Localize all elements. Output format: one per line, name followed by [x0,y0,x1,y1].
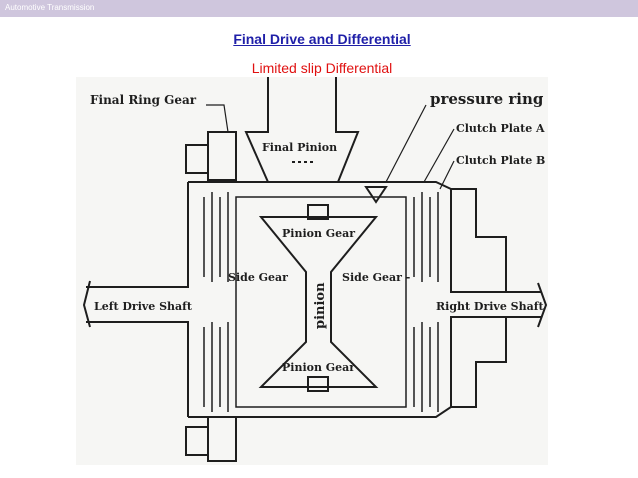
label-clutch-plate-b: Clutch Plate B [456,154,545,167]
differential-diagram: Final Ring Gear Final Pinion pressure ri… [76,77,548,465]
label-pinion-gear-bottom: Pinion Gear [282,361,355,374]
header-label: Automotive Transmission [5,3,95,12]
label-pressure-ring: pressure ring [430,90,544,108]
header-bar: Automotive Transmission [0,0,638,17]
label-side-gear-right: Side Gear - [342,271,410,284]
slide-title-wrap: Final Drive and Differential [0,31,638,49]
label-pinion-gear-top: Pinion Gear [282,227,355,240]
label-final-pinion: Final Pinion [262,141,337,154]
label-right-drive-shaft: Right Drive Shaft [436,300,544,313]
label-side-gear-left: Side Gear [228,271,288,284]
label-clutch-plate-a: Clutch Plate A [456,122,545,135]
label-final-ring-gear: Final Ring Gear [90,93,197,107]
label-pinion: pinion [313,282,328,329]
slide-subtitle: Limited slip Differential [251,60,393,76]
slide-title: Final Drive and Differential [233,31,411,47]
label-left-drive-shaft: Left Drive Shaft [94,300,193,313]
differential-drawing: Final Ring Gear Final Pinion pressure ri… [82,77,548,462]
